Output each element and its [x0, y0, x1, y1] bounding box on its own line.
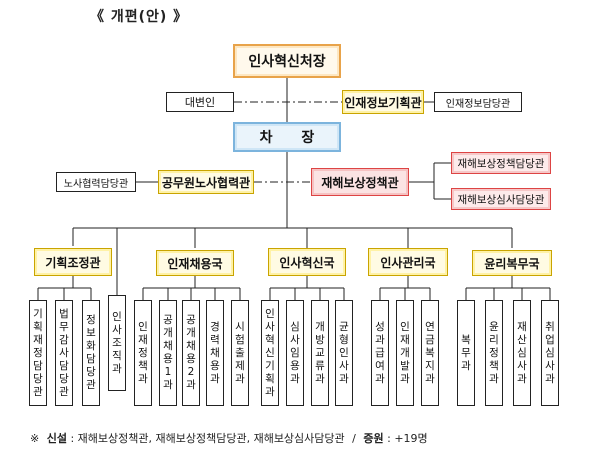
disaster-review-staff-node: 재해보상심사담당관: [451, 188, 551, 210]
footnote-increase-value: +19명: [394, 432, 428, 445]
footnote-increase-label: 증원: [363, 432, 384, 445]
bureau-planning: 기획조정관: [34, 248, 112, 276]
minister-node: 인사혁신처장: [233, 44, 341, 78]
bureau-recruitment: 인재채용국: [156, 250, 234, 276]
info-officer-node: 인재정보기획관: [342, 90, 424, 114]
disaster-officer-node: 재해보상정책관: [311, 168, 409, 196]
bureau-ethics: 윤리복무국: [472, 250, 552, 276]
disaster-policy-staff-node: 재해보상정책담당관: [451, 152, 551, 174]
footnote: ※ 신설 : 재해보상정책관, 재해보상정책담당관, 재해보상심사담당관 / 증…: [30, 432, 428, 445]
spokesperson-node: 대변인: [166, 92, 234, 112]
page-title: 《 개편(안) 》: [90, 9, 189, 25]
labor-staff-node: 노사협력담당관: [56, 172, 136, 192]
bureau-hr-innovation: 인사혁신국: [268, 248, 346, 276]
footnote-items: 재해보상정책관, 재해보상정책담당관, 재해보상심사담당관: [77, 432, 345, 445]
footnote-mark: ※: [30, 432, 40, 445]
footnote-sep: /: [352, 432, 356, 445]
footnote-label: 신설: [46, 432, 67, 445]
labor-officer-node: 공무원노사협력관: [158, 170, 254, 194]
vice-minister-node: 차 장: [233, 122, 341, 152]
bureau-hr-management: 인사관리국: [368, 248, 448, 276]
info-staff-node: 인재정보담당관: [434, 92, 522, 112]
